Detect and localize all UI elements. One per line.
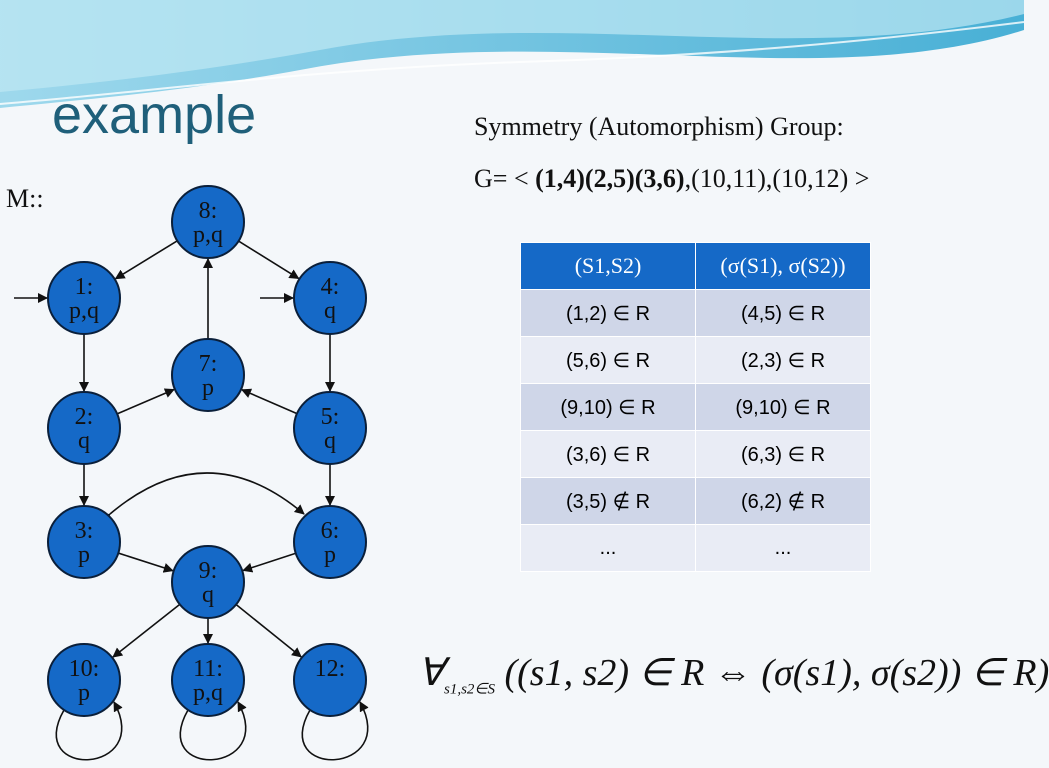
state-node-11: 11:p,q bbox=[171, 643, 245, 717]
table-row: ... ... bbox=[520, 524, 871, 572]
table-row: (3,6) ∈ R (6,3) ∈ R bbox=[520, 430, 871, 478]
state-circle bbox=[47, 505, 121, 579]
state-circle bbox=[47, 643, 121, 717]
table-row: (3,5) ∉ R (6,2) ∉ R bbox=[520, 477, 871, 525]
formula-body: ((s1, s2) ∈ R ⇔ (σ(s1), σ(s2)) ∈ R) bbox=[504, 652, 1049, 694]
state-props-label: p,q bbox=[69, 298, 99, 324]
state-circle bbox=[47, 261, 121, 335]
state-id-label: 9: bbox=[199, 558, 218, 584]
edge-9-12 bbox=[235, 603, 302, 658]
state-id-label: 2: bbox=[75, 404, 94, 430]
state-id-label: 6: bbox=[321, 518, 340, 544]
state-props-label: p bbox=[202, 375, 214, 401]
edge-8-1 bbox=[114, 240, 178, 280]
edge-6-9 bbox=[242, 552, 297, 573]
graph-nodes: 8:p,q1:p,q4:q7:p2:q5:q3:p6:p9:q10:p11:p,… bbox=[47, 185, 367, 717]
model-label: M:: bbox=[6, 184, 44, 213]
state-props-label: p bbox=[78, 680, 90, 706]
table-cell: (9,10) ∈ R bbox=[695, 383, 871, 431]
state-circle bbox=[293, 391, 367, 465]
table-header-pair: (S1,S2) bbox=[520, 242, 696, 290]
state-node-1: 1:p,q bbox=[47, 261, 121, 335]
state-node-6: 6:p bbox=[293, 505, 367, 579]
state-props-label: q bbox=[324, 298, 336, 324]
state-props-label: p,q bbox=[193, 222, 223, 248]
table-cell: (2,3) ∈ R bbox=[695, 336, 871, 384]
state-id-label: 1: bbox=[75, 274, 94, 300]
symmetry-formula: ∀s1,s2∈S ((s1, s2) ∈ R ⇔ (σ(s1), σ(s2)) … bbox=[418, 650, 1049, 699]
header-wave-decoration bbox=[0, 0, 1025, 108]
state-circle bbox=[293, 643, 367, 717]
state-node-3: 3:p bbox=[47, 505, 121, 579]
symmetry-group-title: Symmetry (Automorphism) Group: bbox=[474, 112, 844, 141]
state-circle bbox=[171, 338, 245, 412]
generator-bold-part: (1,4)(2,5)(3,6) bbox=[535, 164, 685, 193]
state-id-label: 8: bbox=[199, 198, 218, 224]
self-loop-edge-10 bbox=[55, 701, 123, 761]
state-node-4: 4:q bbox=[293, 261, 367, 335]
state-circle bbox=[171, 643, 245, 717]
state-props-label: q bbox=[202, 582, 214, 608]
state-node-8: 8:p,q bbox=[171, 185, 245, 259]
generator-line: G= < (1,4)(2,5)(3,6),(10,11),(10,12) > bbox=[474, 164, 869, 194]
state-id-label: 7: bbox=[199, 351, 218, 377]
kripke-structure-graph: 8:p,q1:p,q4:q7:p2:q5:q3:p6:p9:q10:p11:p,… bbox=[14, 185, 369, 761]
state-node-7: 7:p bbox=[171, 338, 245, 412]
edge-5-7 bbox=[241, 388, 298, 415]
formula-subscript: s1,s2∈S bbox=[444, 681, 495, 698]
state-node-5: 5:q bbox=[293, 391, 367, 465]
table-cell: (3,6) ∈ R bbox=[520, 430, 696, 478]
state-id-label: 12: bbox=[315, 656, 346, 682]
table-cell: (3,5) ∉ R bbox=[520, 477, 696, 525]
table-cell: (4,5) ∈ R bbox=[695, 289, 871, 337]
state-id-label: 10: bbox=[69, 656, 100, 682]
table-cell: (9,10) ∈ R bbox=[520, 383, 696, 431]
state-props-label: q bbox=[324, 428, 336, 454]
forall-symbol: ∀ bbox=[418, 652, 444, 694]
table-header-row: (S1,S2) (σ(S1), σ(S2)) bbox=[520, 242, 871, 290]
state-node-10: 10:p bbox=[47, 643, 121, 717]
generator-rest: ,(10,11),(10,12) > bbox=[684, 164, 870, 193]
state-id-label: 3: bbox=[75, 518, 94, 544]
state-circle bbox=[293, 261, 367, 335]
self-loop-edge-12 bbox=[301, 701, 369, 761]
state-props-label: p bbox=[324, 542, 336, 568]
symmetry-table: (S1,S2) (σ(S1), σ(S2)) (1,2) ∈ R (4,5) ∈… bbox=[520, 242, 871, 572]
table-row: (9,10) ∈ R (9,10) ∈ R bbox=[520, 383, 871, 431]
edge-9-10 bbox=[112, 603, 181, 658]
slide-title: example bbox=[52, 85, 257, 145]
generator-prefix: G= < bbox=[474, 164, 536, 193]
table-header-sigma: (σ(S1), σ(S2)) bbox=[695, 242, 871, 290]
state-props-label: p,q bbox=[193, 680, 223, 706]
state-node-2: 2:q bbox=[47, 391, 121, 465]
state-node-9: 9:q bbox=[171, 545, 245, 619]
state-circle bbox=[293, 505, 367, 579]
table-cell: ... bbox=[520, 524, 696, 572]
table-cell: (1,2) ∈ R bbox=[520, 289, 696, 337]
state-circle bbox=[171, 545, 245, 619]
edge-3-6-bidirectional bbox=[99, 472, 305, 524]
table-cell: (5,6) ∈ R bbox=[520, 336, 696, 384]
state-props-label: p bbox=[78, 542, 90, 568]
state-node-12: 12: bbox=[293, 643, 367, 717]
edge-8-4 bbox=[238, 240, 300, 280]
state-props-label: q bbox=[78, 428, 90, 454]
table-cell: (6,3) ∈ R bbox=[695, 430, 871, 478]
edge-2-7 bbox=[116, 388, 175, 415]
table-row: (5,6) ∈ R (2,3) ∈ R bbox=[520, 336, 871, 384]
state-circle bbox=[47, 391, 121, 465]
state-circle bbox=[171, 185, 245, 259]
table-cell: (6,2) ∉ R bbox=[695, 477, 871, 525]
table-cell: ... bbox=[695, 524, 871, 572]
self-loop-edge-11 bbox=[179, 701, 247, 761]
edge-3-9 bbox=[118, 552, 174, 573]
state-id-label: 5: bbox=[321, 404, 340, 430]
state-id-label: 4: bbox=[321, 274, 340, 300]
state-id-label: 11: bbox=[193, 656, 223, 682]
table-row: (1,2) ∈ R (4,5) ∈ R bbox=[520, 289, 871, 337]
graph-edges bbox=[14, 240, 369, 761]
